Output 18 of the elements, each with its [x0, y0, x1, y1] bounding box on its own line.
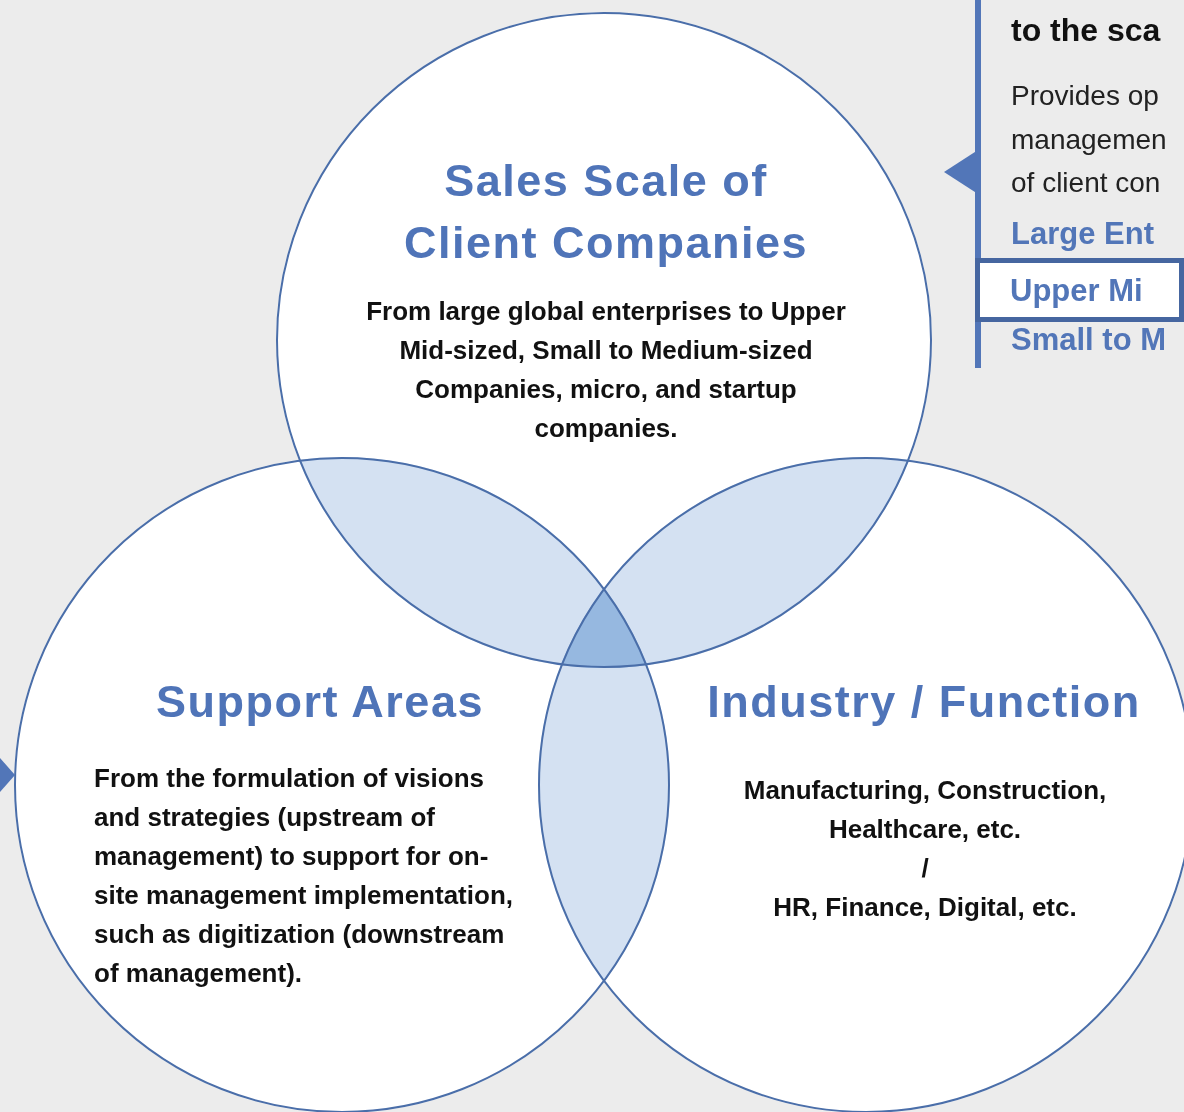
list-item: Small to M	[1011, 322, 1166, 358]
circle-title: Support Areas	[155, 675, 485, 729]
circle-title: Industry / Function	[706, 675, 1142, 729]
highlight-box	[975, 258, 1184, 322]
circle-title: Sales Scale of Client Companies	[402, 154, 810, 270]
list-item: Upper Mi	[1010, 273, 1143, 309]
panel-heading: to the sca	[1011, 12, 1161, 49]
info-panel	[975, 0, 1184, 368]
panel-text: Provides op managemen of client con	[1011, 79, 1168, 200]
circle-description: From large global enterprises to Upper Mid-sized, Small to Medium-sized Companies, micro, and startup companies.	[365, 295, 847, 445]
circle-description: Manufacturing, Construction, Healthcare, etc.	[742, 774, 1108, 846]
venn-circle	[538, 457, 1184, 1112]
circle-description: HR, Finance, Digital, etc.	[772, 891, 1078, 924]
venn-circle	[276, 12, 932, 668]
venn-circle	[14, 457, 670, 1112]
list-item: Large Ent	[1011, 216, 1154, 252]
circle-description: From the formulation of visions and strategies (upstream of management) to support for on-site management implementation, such as digitization (downstream of management).	[94, 762, 514, 990]
circle-description: /	[920, 852, 930, 885]
